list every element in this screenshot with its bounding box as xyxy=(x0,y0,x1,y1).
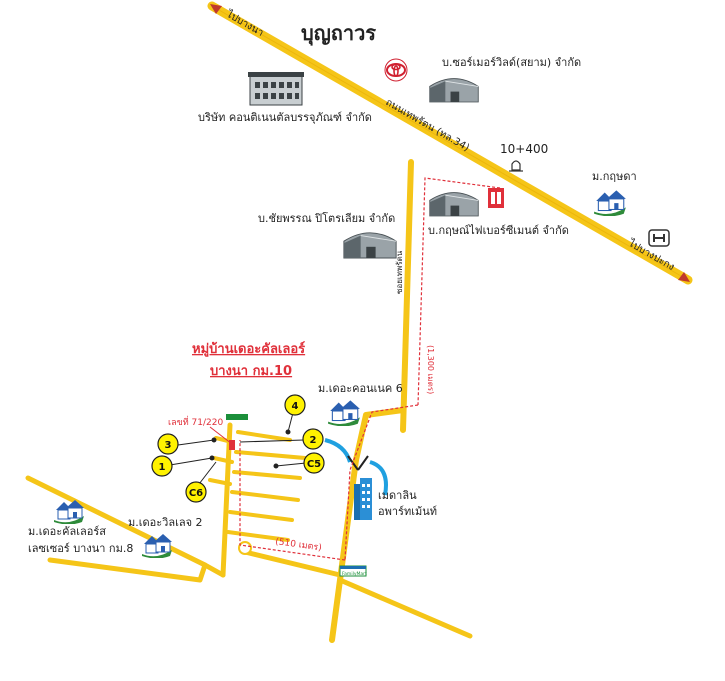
place-m-castle-l2: เลซเซอร์ บางนา กม.8 xyxy=(28,542,133,555)
road-label-highway: ถนนเทพรัตน (ทล.34) xyxy=(384,97,472,154)
marker-c6[interactable]: C6 xyxy=(185,481,207,503)
place-m-village2: ม.เดอะวิลเลจ 2 xyxy=(128,516,203,529)
house-icon xyxy=(593,189,627,216)
marker-1[interactable]: 1 xyxy=(151,455,173,477)
road-label-to-bangna: ไปบางนา xyxy=(224,8,266,39)
place-m-castle-l1: ม.เดอะคัลเลอร์ส xyxy=(28,525,106,538)
marker-label: C5 xyxy=(307,459,321,470)
route-path xyxy=(239,177,501,561)
side-road xyxy=(329,159,473,643)
milestone-icon xyxy=(509,160,523,172)
apartment-icon xyxy=(354,478,372,520)
warehouse-icon xyxy=(429,78,479,103)
road-label-side-road: ซอยเทพรัตน xyxy=(395,250,404,294)
place-star-siam: บ.ซอร์เมอร์วิลด์(สยาม) จำกัด xyxy=(442,56,581,69)
canal xyxy=(324,438,388,496)
marker-label: 1 xyxy=(159,462,166,473)
project-house-marker xyxy=(229,440,235,450)
house-number: เลขที่ 71/220 xyxy=(168,415,223,428)
store-icon: FamilyMart xyxy=(339,565,367,577)
marker-label: 4 xyxy=(292,401,299,412)
gas-station-icon xyxy=(488,188,504,208)
highway-road xyxy=(207,1,693,285)
marker-3[interactable]: 3 xyxy=(157,433,179,455)
village-roads xyxy=(25,422,343,583)
project-title-l2: บางนา กม.10 xyxy=(210,364,292,379)
house-icon xyxy=(327,399,361,426)
place-continental: บริษัท คอนติเนนตัลบรรจุภัณฑ์ จำกัด xyxy=(198,111,372,124)
place-m-kritsada: ม.กฤษดา xyxy=(592,170,637,183)
warehouse-icon xyxy=(429,192,479,217)
marker-c5[interactable]: C5 xyxy=(303,452,325,474)
place-meadin-l2: อพาร์ทเม้นท์ xyxy=(378,505,437,518)
marker-2[interactable]: 2 xyxy=(302,428,324,450)
distance-side-road: (1,300 เมตร) xyxy=(426,345,435,394)
warehouse-icon xyxy=(343,232,397,259)
place-m-connect6: ม.เดอะคอนเนค 6 xyxy=(318,382,403,395)
marker-label: 3 xyxy=(165,440,172,451)
toyota-logo-icon xyxy=(384,58,408,82)
roundabout xyxy=(238,541,252,555)
marker-label: 2 xyxy=(310,435,317,446)
project-sign xyxy=(226,414,248,420)
marker-label: C6 xyxy=(189,488,203,499)
honda-logo-icon xyxy=(648,229,670,247)
distance-to-mart: (510 เมตร) xyxy=(275,537,323,553)
place-kritsana: บ.กฤษณ์ไฟเบอร์ซีเมนต์ จำกัด xyxy=(428,224,569,237)
brand-title: บุญถาวร xyxy=(301,21,376,46)
place-chaiporn: บ.ชัยพรรณ ปิโตรเลียม จำกัด xyxy=(258,211,395,225)
marker-4[interactable]: 4 xyxy=(284,394,306,416)
place-meadin-l1: เมดาลิน xyxy=(378,489,417,502)
project-title-l1: หมู่บ้านเดอะคัลเลอร์ xyxy=(192,341,305,357)
office-building-icon xyxy=(248,72,304,106)
km-marker-label: 10+400 xyxy=(500,142,548,156)
family-mart-label: FamilyMart xyxy=(342,571,367,577)
